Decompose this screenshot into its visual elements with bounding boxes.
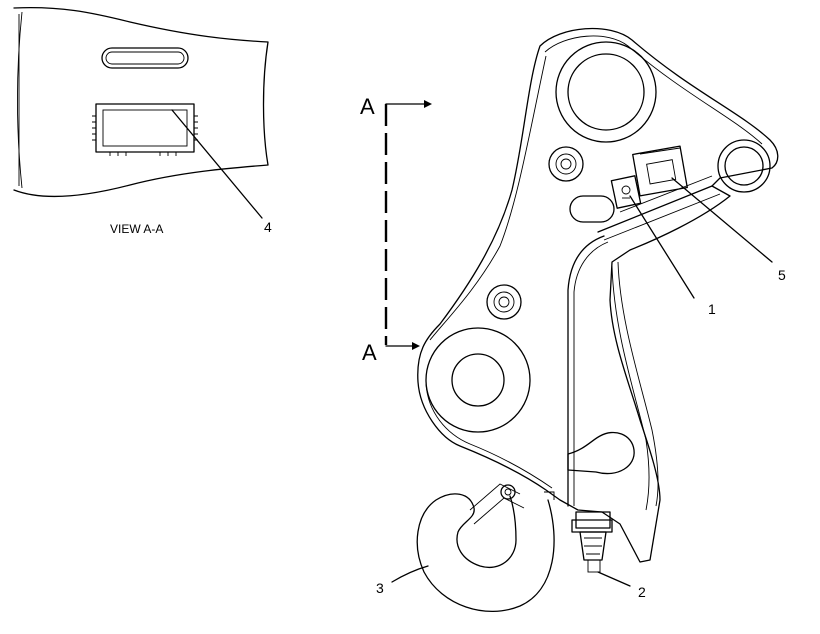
upper-boss	[548, 146, 584, 182]
lower-boss	[486, 284, 522, 320]
section-line: A A	[360, 94, 432, 365]
lock-cylinder	[571, 511, 613, 573]
warning-label	[610, 175, 642, 209]
inset-left-edge	[17, 11, 23, 189]
callout-2: 2	[638, 584, 646, 600]
view-a-a-inset: 4 VIEW A-A	[13, 6, 272, 236]
upper-pin	[555, 41, 657, 143]
right-pin	[717, 139, 771, 193]
callout-1: 1	[708, 301, 716, 317]
coupler-body	[417, 27, 779, 563]
spine-slot	[567, 431, 635, 475]
coupler-outline	[417, 27, 779, 563]
hook	[416, 483, 555, 613]
view-title: VIEW A-A	[110, 222, 163, 236]
callout-3: 3	[376, 580, 384, 596]
leader-3	[391, 565, 429, 583]
manual-label	[632, 145, 688, 197]
leader-5	[671, 177, 773, 263]
inset-outline	[13, 6, 269, 197]
inset-film-label	[92, 103, 198, 156]
leader-1	[629, 195, 695, 299]
leader-2	[597, 571, 631, 587]
inset-slot	[101, 47, 189, 69]
body-slot	[569, 195, 615, 223]
callout-4: 4	[264, 219, 272, 235]
leader-4	[171, 109, 263, 219]
section-mark-bottom: A	[362, 340, 377, 365]
section-mark-top: A	[360, 94, 375, 119]
callout-5: 5	[778, 267, 786, 283]
lower-pin	[425, 327, 531, 433]
